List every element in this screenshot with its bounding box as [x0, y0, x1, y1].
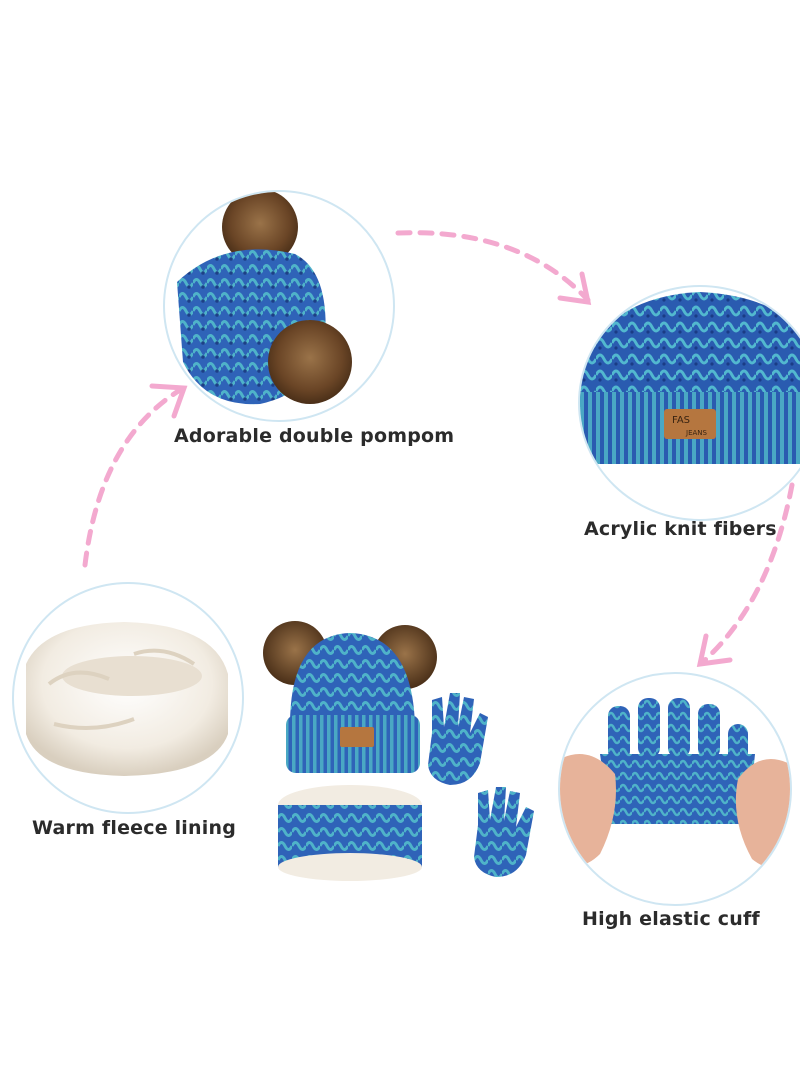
- acrylic-caption: Acrylic knit fibers: [584, 518, 777, 540]
- fleece-feature-image: [12, 582, 244, 814]
- brand-label: [664, 409, 716, 439]
- pompom-hat: [263, 621, 437, 773]
- arrow-pompom-to-acrylic: [395, 230, 591, 303]
- acrylic-feature-image: FAS JEANS: [578, 285, 800, 521]
- pompom-feature-image: [163, 190, 395, 422]
- gloves: [428, 693, 534, 877]
- cuff-feature-image: [558, 672, 792, 906]
- arrowhead-cuff: [696, 633, 733, 667]
- stretched-glove-cuff-icon: [560, 698, 790, 868]
- product-set-image: [263, 621, 534, 881]
- neck-warmer: [278, 785, 422, 881]
- svg-text:JEANS: JEANS: [685, 429, 708, 437]
- cuff-caption: High elastic cuff: [582, 908, 760, 930]
- fleece-caption: Warm fleece lining: [32, 817, 236, 839]
- fleece-neck-warmer-icon: [26, 622, 228, 776]
- knit-hat-with-label-icon: FAS JEANS: [580, 292, 800, 464]
- pompom-caption: Adorable double pompom: [174, 425, 455, 447]
- svg-text:FAS: FAS: [672, 415, 690, 426]
- double-pompom-hat-icon: [177, 192, 352, 405]
